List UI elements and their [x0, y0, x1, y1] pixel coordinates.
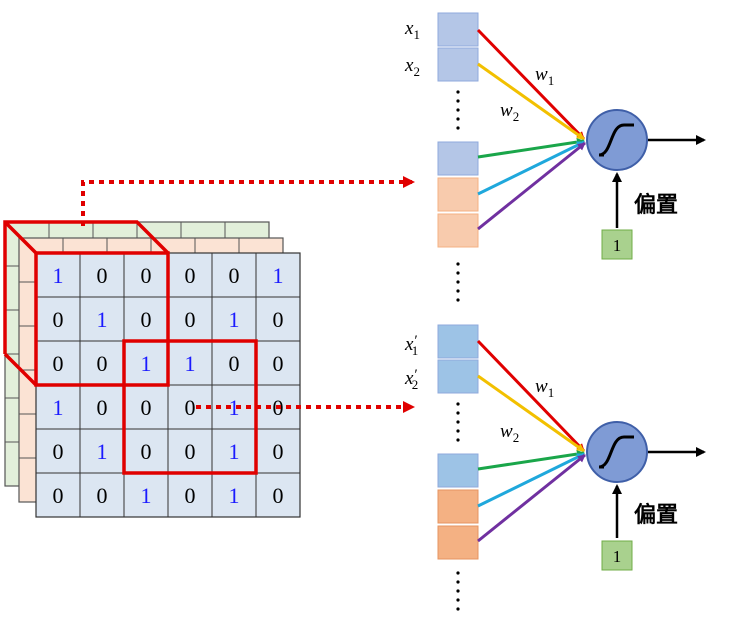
grid-cell-value: 1 [229, 307, 240, 332]
grid-cell-value: 0 [185, 307, 196, 332]
feature-map-stack: 1000010100100011001000100100100010101000… [3, 220, 301, 518]
weight-line-purple [477, 141, 586, 231]
grid-cell-value: 0 [53, 351, 64, 376]
grid-cell-value: 1 [141, 483, 152, 508]
input-label-x1: x1 [404, 18, 420, 42]
grid-cell-value: 1 [141, 351, 152, 376]
weight-label-w2: w2 [500, 421, 519, 445]
grid-cell-value: 1 [273, 263, 284, 288]
grid-cell-value: 0 [141, 263, 152, 288]
weight-line-red [476, 339, 586, 453]
bias-label: 偏置 [634, 192, 678, 217]
grid-cell-value: 0 [185, 263, 196, 288]
weight-line-green [477, 450, 585, 471]
grid-cell-value: 0 [273, 439, 284, 464]
weight-label-w1: w1 [535, 376, 554, 400]
weight-line-cyan [477, 140, 585, 196]
dotted-arrow-top [81, 176, 415, 226]
input-box [437, 453, 479, 488]
grid-cell-value: 0 [53, 439, 64, 464]
grid-cell-value: 1 [53, 395, 64, 420]
ellipsis-dots [456, 402, 460, 442]
neuron-2-group: x′1 x′2 w1 w2 偏置 1 [404, 324, 706, 611]
weight-line-purple [477, 453, 586, 543]
grid-cell-value: 1 [185, 351, 196, 376]
grid-cell-value: 0 [185, 395, 196, 420]
input-box [437, 141, 479, 176]
grid-cell-value: 0 [185, 439, 196, 464]
bias-value: 1 [613, 236, 622, 255]
neuron-1-group: x1 x2 w1 w2 偏置 1 [404, 12, 706, 302]
input-box [437, 489, 479, 524]
grid-cell-value: 0 [273, 351, 284, 376]
weight-line-cyan [477, 452, 585, 508]
grid-cell-value: 0 [53, 483, 64, 508]
grid-cell-value: 0 [141, 439, 152, 464]
bias-value: 1 [613, 547, 622, 566]
ellipsis-dots [456, 262, 460, 302]
grid-cell-value: 0 [53, 307, 64, 332]
grid-cell-value: 1 [229, 395, 240, 420]
input-label-x2-prime: x′2 [404, 367, 418, 392]
input-box [437, 359, 479, 394]
weight-label-w2: w2 [500, 100, 519, 124]
input-box [437, 12, 479, 47]
neuron-node [586, 109, 648, 171]
input-box [437, 47, 479, 82]
grid-cell-value: 0 [185, 483, 196, 508]
grid-cell-value: 0 [273, 483, 284, 508]
receptive-field-arrows [81, 176, 415, 413]
grid-cell-value: 0 [273, 307, 284, 332]
weight-label-w1: w1 [535, 64, 554, 88]
grid-cell-value: 0 [97, 351, 108, 376]
bias-box [601, 229, 633, 260]
weight-line-yellow [477, 62, 585, 141]
input-box [437, 213, 479, 248]
grid-cell-value: 1 [97, 439, 108, 464]
neuron-node [586, 421, 648, 483]
bias-box [601, 540, 633, 571]
grid-cell-value: 1 [53, 263, 64, 288]
grid-cell-value: 0 [97, 395, 108, 420]
grid-cell-value: 0 [141, 395, 152, 420]
bias-label: 偏置 [634, 502, 678, 527]
input-box [437, 324, 479, 359]
input-label-x1-prime: x′1 [404, 333, 418, 358]
receptive-field-box [3, 220, 170, 387]
grid-cell-value: 1 [97, 307, 108, 332]
input-box [437, 525, 479, 560]
grid-cell-value: 0 [141, 307, 152, 332]
weight-line-red [476, 28, 586, 141]
input-box [437, 177, 479, 212]
grid-cell-value: 0 [229, 263, 240, 288]
input-label-x2: x2 [404, 55, 420, 79]
grid-cell-value: 0 [97, 483, 108, 508]
grid-cell-value: 0 [229, 351, 240, 376]
weight-line-green [477, 138, 585, 159]
ellipsis-dots [456, 90, 460, 130]
weight-line-yellow [477, 374, 585, 453]
grid-cell-value: 0 [97, 263, 108, 288]
grid-cell-value: 1 [229, 483, 240, 508]
grid-cell-value: 1 [229, 439, 240, 464]
ellipsis-dots [456, 571, 460, 611]
